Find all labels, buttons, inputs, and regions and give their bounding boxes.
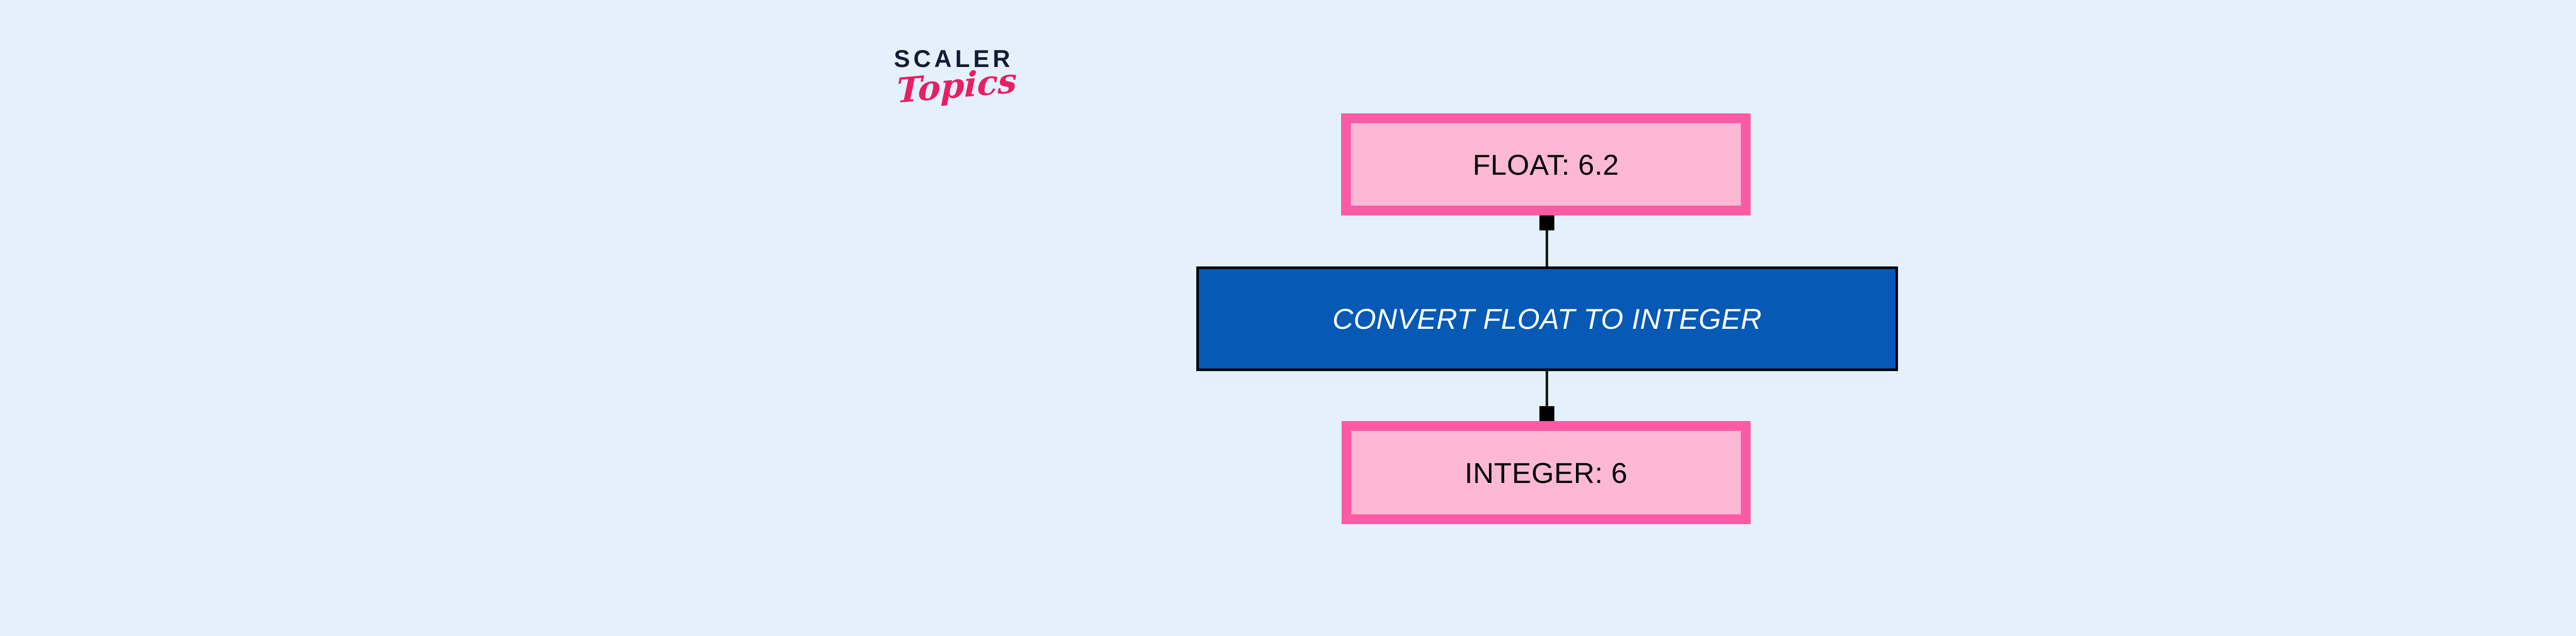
flow-node-integer: INTEGER: 6	[1342, 421, 1751, 524]
logo-wordmark-scaler: SCALER	[894, 45, 1014, 72]
flow-node-integer-label: INTEGER: 6	[1464, 456, 1628, 489]
connector-endpoint-square-bottom	[1539, 406, 1554, 421]
scaler-topics-logo: SCALER Topics	[894, 46, 1048, 139]
flow-node-float: FLOAT: 6.2	[1341, 113, 1751, 215]
flow-node-convert-label: CONVERT FLOAT TO INTEGER	[1332, 303, 1762, 335]
connector-endpoint-square-top	[1539, 215, 1554, 230]
flow-node-float-label: FLOAT: 6.2	[1472, 148, 1619, 181]
connector-convert-to-integer	[1546, 371, 1548, 421]
connector-float-to-convert	[1546, 215, 1548, 266]
flow-node-convert: CONVERT FLOAT TO INTEGER	[1196, 266, 1898, 371]
